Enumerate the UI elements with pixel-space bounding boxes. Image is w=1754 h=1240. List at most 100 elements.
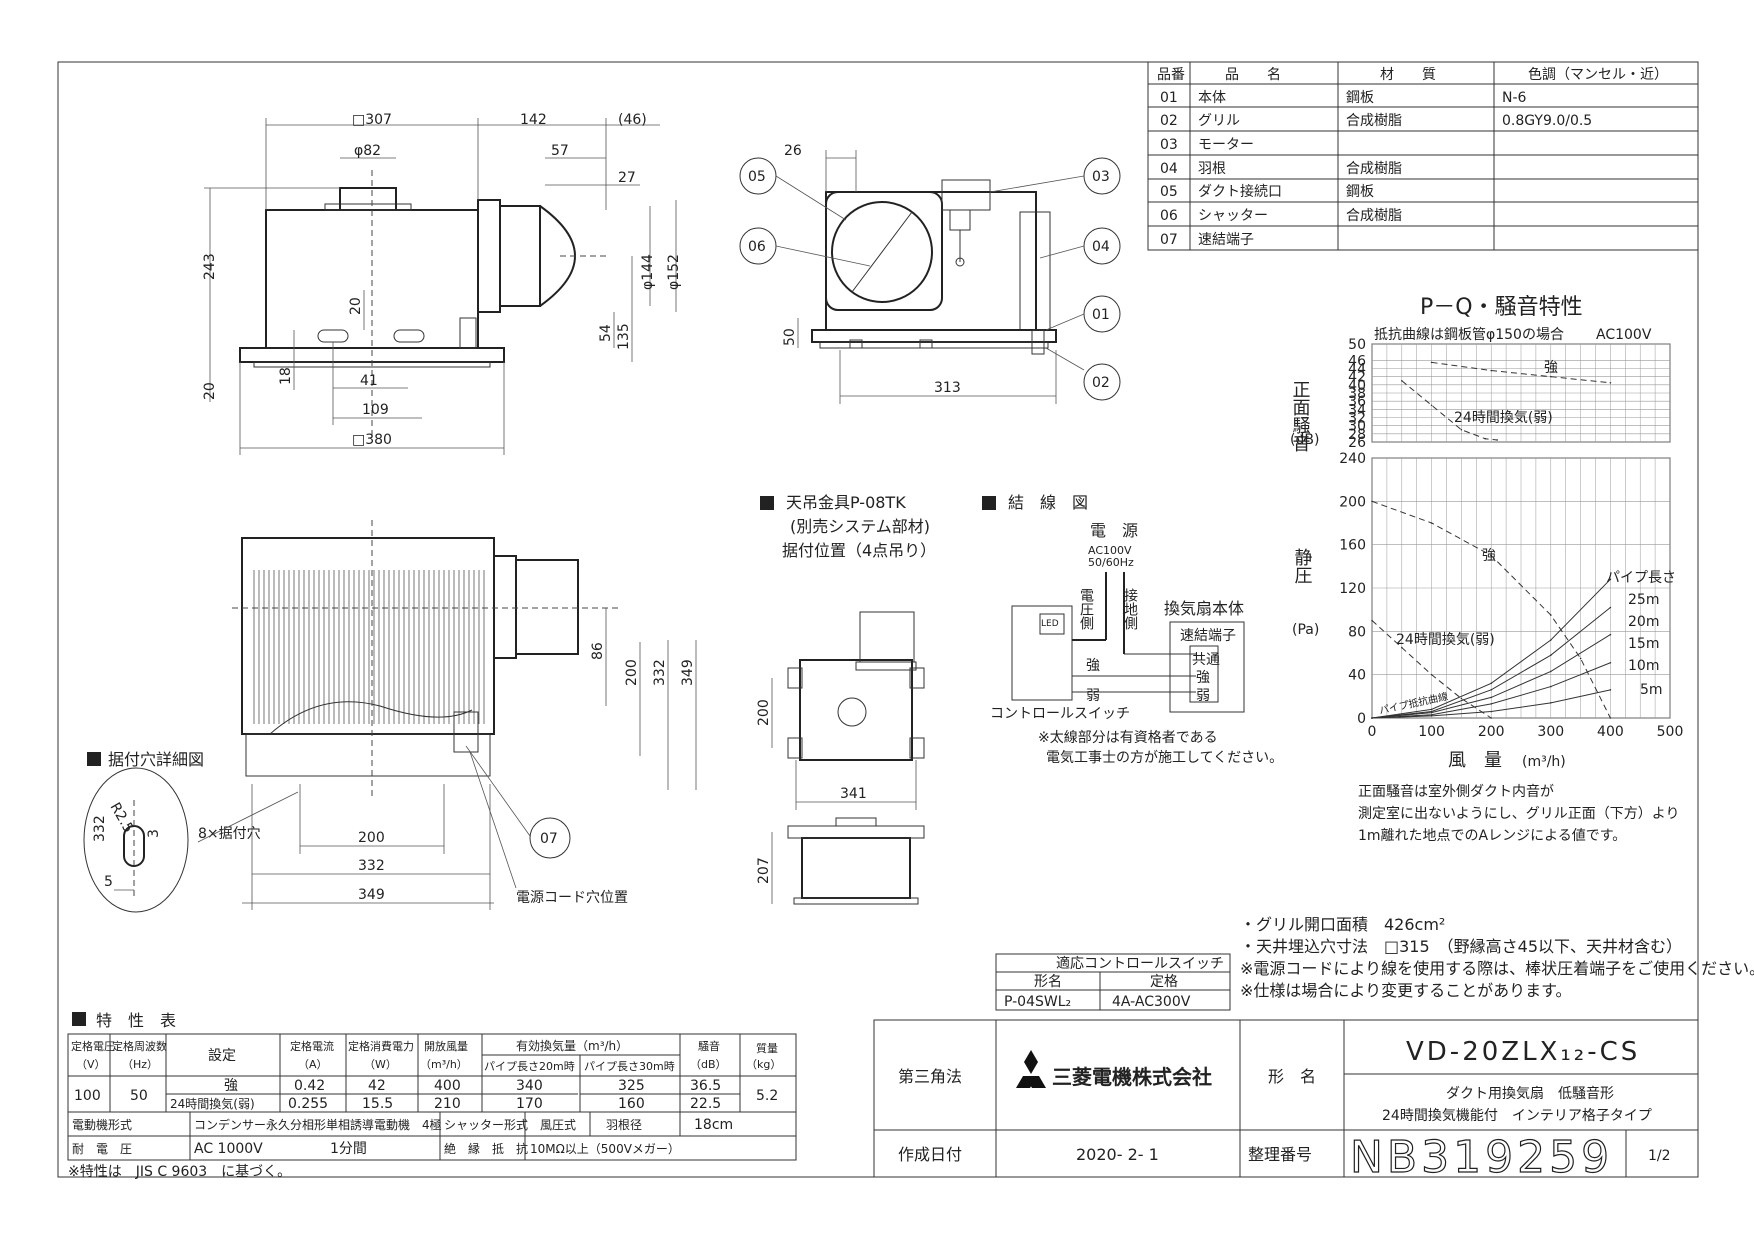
y-tick-label: 34 [1348,402,1366,418]
blade-v: 18cm [694,1117,733,1133]
detail-3: 3 [146,829,162,838]
detail-5: 5 [104,874,113,890]
insul-v: 10MΩ以上（500Vメガー） [530,1142,680,1156]
series-point [1550,685,1552,688]
pipe-10-label: 10m [1628,658,1659,674]
wiring-power: 電 源 [1090,521,1138,540]
dim-27: 27 [618,170,636,186]
dim-50: 50 [782,328,798,346]
chart-xlabel: 風 量 [1448,750,1502,771]
hanger-sub1: (別売システム部材) [790,517,930,536]
dim-18: 18 [278,367,294,385]
hanger-dim-207: 207 [756,857,772,884]
fan-body-label: 換気扇本体 [1164,599,1244,618]
parts-cell: 07 [1160,232,1178,248]
x-tick-label: 200 [1478,724,1505,740]
dim-243: 243 [202,253,218,280]
series-point [1460,428,1463,431]
callout-01-label: 01 [1092,307,1110,323]
y-tick-label: 32 [1348,411,1366,427]
series-point [1371,500,1373,503]
hanger-dim-200: 200 [756,699,772,726]
y-tick-label: 46 [1348,353,1366,369]
series-point [1460,697,1463,700]
section-marker [72,1012,86,1026]
mount-hole-detail: 据付穴詳細図 332 R2.5 3 5 [83,750,204,913]
parts-h-color: 色調（マンセル・近） [1528,66,1668,83]
dim-20a: 20 [348,297,364,315]
motor-h: 電動機形式 [72,1117,132,1132]
pipe-25-label: 25m [1628,592,1659,608]
company-name: 三菱電機株式会社 [1052,1065,1212,1089]
y-tick-label: 44 [1348,362,1366,378]
hanger-section: 天吊金具P-08TK (別売システム部材) 据付位置（4点吊り） 200 341… [756,493,936,905]
dim-380: □380 [352,432,392,448]
pipe-res-label: パイプ抵抗曲線 [1378,690,1449,717]
hanger-title: 天吊金具P-08TK [786,493,906,512]
switch-h2: 定格 [1150,974,1178,990]
parts-cell: 02 [1160,113,1178,129]
chart-xunit: (m³/h) [1522,754,1566,770]
y-tick-label: 80 [1348,624,1366,640]
hanger-dim-341: 341 [840,786,867,802]
terminal-weak: 弱 [1196,688,1210,704]
dim-20b: 20 [202,382,218,400]
chart-title: P－Q・騒音特性 [1420,295,1583,320]
parts-cell: 06 [1160,208,1178,224]
parts-cell: 04 [1160,161,1178,177]
callout-02 [1083,363,1121,401]
y-tick-label: 200 [1339,494,1366,510]
parts-cell: グリル [1198,113,1240,129]
model-number: VD-20ZLX₁₂-CS [1406,1037,1640,1067]
y-tick-label: 120 [1339,581,1366,597]
series-point [1550,670,1552,673]
row2-setting: 24時間換気(弱) [170,1096,255,1111]
withstand-t: 1分間 [330,1141,367,1157]
dim-349: 349 [680,659,696,686]
grille-slats [253,570,485,724]
h-power: 定格消費電力 [348,1039,414,1053]
parts-cell: 05 [1160,184,1178,200]
series-point [1550,702,1552,704]
wiring-spec2: 50/60Hz [1088,556,1134,569]
val-freq: 50 [130,1088,148,1104]
switch-h1: 形名 [1034,974,1062,990]
pipe-len-label: パイプ長さ [1606,570,1676,586]
model-label: 形 名 [1268,1067,1316,1086]
y-tick-label: 40 [1348,378,1366,394]
projection-label: 第三角法 [898,1067,962,1086]
series-point [1490,689,1492,691]
h-mass: 質量 [756,1041,778,1055]
dim-41: 41 [360,373,378,389]
parts-cell: 羽根 [1198,161,1226,177]
wiring-led: LED [1041,619,1059,629]
series-point [1609,689,1612,691]
row2-eff30: 160 [618,1096,645,1112]
series-point [1371,717,1373,719]
wiring-sw-strong: 強 [1086,658,1100,674]
wiring-note1: ※太線部分は有資格者である [1038,730,1218,746]
dim-h332: 332 [358,858,385,874]
y-tick-label: 36 [1348,394,1366,410]
series-point [1490,369,1492,372]
spec-note-1: ・グリル開口面積 426cm² [1240,915,1445,934]
doc-number: NB319259 [1350,1132,1613,1183]
dim-46: (46) [618,112,647,128]
wiring-vside: 電圧側 [1078,588,1094,630]
char-title: 特 性 表 [96,1011,176,1030]
dim-54: 54 [598,324,614,342]
date-label: 作成日付 [898,1145,962,1164]
row2-eff20: 170 [516,1096,543,1112]
pipe-20-label: 20m [1628,614,1659,630]
series-point [1496,439,1498,441]
series-point [1550,639,1552,641]
series-point [1430,404,1433,407]
parts-cell: シャッター [1198,208,1268,224]
y-tick-label: 0 [1357,711,1366,727]
series-point [1430,711,1433,714]
dim-109: 109 [362,402,389,418]
row1-noise: 36.5 [690,1078,721,1094]
val-voltage: 100 [74,1088,101,1104]
parts-cell: 03 [1160,137,1178,153]
y-tick-label: 30 [1348,419,1366,435]
